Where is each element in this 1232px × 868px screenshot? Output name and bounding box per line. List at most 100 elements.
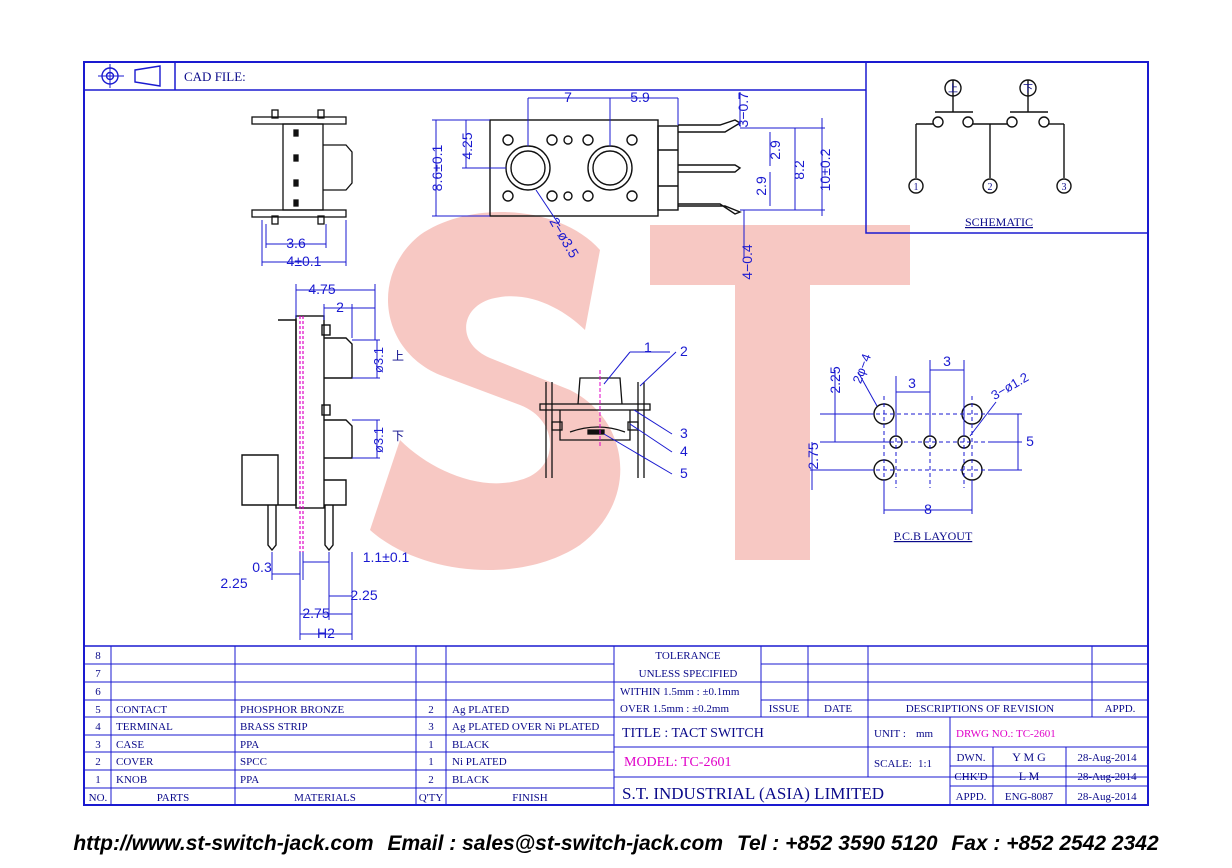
section-callout-3: 3	[680, 425, 688, 441]
schematic-down-label: 下	[1023, 84, 1033, 95]
parts-row-4-part: TERMINAL	[116, 721, 173, 733]
parts-row-3-finish: Ag PLATED	[452, 704, 509, 716]
appd-date: 28-Aug-2014	[1077, 791, 1137, 803]
parts-row-7-qty: 2	[428, 774, 434, 786]
th-finish: FINISH	[512, 792, 548, 804]
pcb-dim-5: 5	[1026, 433, 1034, 449]
dim-3-6: 3.6	[286, 235, 306, 251]
dim-2-25-b: 2.25	[350, 587, 377, 603]
parts-row-7-part: KNOB	[116, 774, 147, 786]
footer-fax: Fax : +852 2542 2342	[951, 832, 1159, 855]
unit-value: mm	[916, 728, 934, 740]
parts-row-6-qty: 1	[428, 756, 434, 768]
dim-7: 7	[564, 89, 572, 105]
pcb-dim-2-25: 2.25	[827, 366, 843, 393]
pcb-dim-8: 8	[924, 501, 932, 517]
company-name: S.T. INDUSTRIAL (ASIA) LIMITED	[622, 784, 884, 803]
parts-row-4-material: BRASS STRIP	[240, 721, 308, 733]
appd-label: APPD.	[956, 791, 987, 803]
parts-row-3-material: PHOSPHOR BRONZE	[240, 704, 344, 716]
rev-date: DATE	[824, 703, 852, 715]
dim-5-9: 5.9	[630, 89, 650, 105]
schematic-pin-2: 2	[988, 182, 993, 193]
footer-email[interactable]: Email : sales@st-switch-jack.com	[387, 832, 724, 855]
parts-row-6-part: COVER	[116, 756, 154, 768]
side-up-label: 上	[392, 349, 404, 363]
parts-row-7-no: 1	[95, 774, 101, 786]
contact-footer: http://www.st-switch-jack.com Email : sa…	[0, 824, 1232, 864]
drawing-border	[83, 61, 1149, 806]
footer-tel: Tel : +852 3590 5120	[736, 832, 938, 855]
dim-4-0-4: 4−0.4	[739, 244, 755, 280]
schematic-pin-3: 3	[1062, 182, 1067, 193]
parts-row-6-no: 2	[95, 756, 101, 768]
pcb-dim-3-b: 3	[943, 353, 951, 369]
parts-row-5-material: PPA	[240, 739, 259, 751]
dim-10: 10±0.2	[817, 148, 833, 191]
dim-2-9-b: 2.9	[753, 176, 769, 196]
parts-row-6-material: SPCC	[240, 756, 267, 768]
parts-row-5-finish: BLACK	[452, 739, 489, 751]
pcb-layout: 2.25 2φ−4 3 3 3−ø1.2 2.75 5 8 P.C.B LAYO…	[805, 352, 1034, 543]
th-no: NO.	[89, 792, 108, 804]
parts-row-4-qty: 3	[428, 721, 434, 733]
section-callout-2: 2	[680, 343, 688, 359]
model-no: MODEL: TC-2601	[624, 755, 731, 770]
parts-row-1-no: 7	[95, 668, 101, 680]
parts-row-2-no: 6	[95, 686, 101, 698]
front-view: 7 5.9 3−0.7 8.6±0.1 4.25 2.9 8.2 10±0.2 …	[429, 89, 833, 280]
drawing-title: TITLE : TACT SWITCH	[622, 726, 764, 741]
schematic-circuit	[908, 79, 1072, 194]
parts-row-5-no: 3	[95, 739, 101, 751]
unit-label: UNIT :	[874, 728, 906, 740]
technical-drawing: CAD FILE: 上 下 1 2 3 SCHEMATIC	[83, 61, 1149, 806]
chkd-date: 28-Aug-2014	[1077, 771, 1137, 783]
scale-label: SCALE:	[874, 758, 912, 770]
dim-3-0-7: 3−0.7	[735, 92, 751, 128]
dim-2-9-a: 2.9	[767, 140, 783, 160]
section-callout-1: 1	[644, 339, 652, 355]
parts-row-3-part: CONTACT	[116, 704, 167, 716]
parts-row-5-part: CASE	[116, 739, 144, 751]
dim-2-25-a: 2.25	[220, 575, 247, 591]
dim-1-1: 1.1±0.1	[363, 549, 410, 565]
schematic-up-label: 上	[948, 83, 958, 95]
dim-2: 2	[336, 299, 344, 315]
pcb-dim-3-phi-1-2: 3−ø1.2	[988, 369, 1031, 402]
projection-cone-icon	[134, 65, 161, 87]
dim-0-3: 0.3	[252, 559, 272, 575]
parts-row-7-material: PPA	[240, 774, 259, 786]
schematic-pin-1: 1	[914, 182, 919, 193]
appd-value: ENG-8087	[1005, 791, 1054, 803]
th-parts: PARTS	[157, 792, 190, 804]
parts-row-4-no: 4	[95, 721, 101, 733]
pcb-title: P.C.B LAYOUT	[894, 529, 973, 543]
dim-4: 4±0.1	[287, 253, 322, 269]
parts-row-5-qty: 1	[428, 739, 434, 751]
pcb-dim-2-75: 2.75	[805, 442, 821, 469]
dwn-label: DWN.	[956, 752, 985, 764]
dwn-value: Y M G	[1012, 750, 1046, 764]
st-watermark-logo	[370, 212, 910, 571]
chkd-label: CHK'D	[954, 771, 987, 783]
dim-phi-3-1-b: ø3.1	[371, 427, 386, 453]
drwg-no: DRWG NO.: TC-2601	[956, 728, 1056, 740]
dim-phi-3-1-a: ø3.1	[371, 347, 386, 373]
parts-row-0-no: 8	[95, 650, 101, 662]
parts-row-6-finish: Ni PLATED	[452, 756, 507, 768]
cad-file-label: CAD FILE:	[184, 69, 246, 84]
section-view: 1 2 3 4 5	[539, 339, 688, 481]
side-view: 4.75 2 ø3.1 上 ø3.1 下 0.3 1.1±0.1 2.25 2.…	[220, 281, 409, 641]
th-qty: Q'TY	[419, 792, 444, 804]
dim-4-75: 4.75	[308, 281, 335, 297]
header-strip: CAD FILE:	[84, 62, 866, 91]
footer-url[interactable]: http://www.st-switch-jack.com	[73, 832, 374, 855]
chkd-value: L M	[1019, 769, 1040, 783]
parts-row-3-qty: 2	[428, 704, 434, 716]
section-callout-5: 5	[680, 465, 688, 481]
tolerance-line2: UNLESS SPECIFIED	[639, 668, 738, 680]
dim-8-2: 8.2	[791, 160, 807, 180]
side-down-label: 下	[392, 429, 404, 443]
